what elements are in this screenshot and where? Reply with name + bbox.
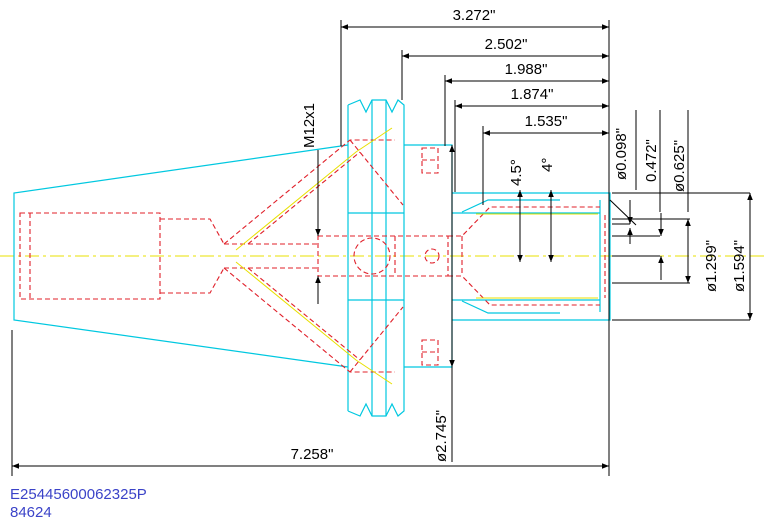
dim-1874: 1.874" — [511, 86, 554, 103]
yellow-lines — [235, 127, 598, 385]
dim-7258: 7.258" — [291, 446, 334, 463]
dimension-lines — [11, 20, 753, 476]
part-number: E25445600062325P — [10, 486, 147, 503]
dim-thread: M12x1 — [301, 103, 318, 148]
dim-dia-2745: ø2.745" — [433, 410, 450, 462]
dim-angle-4: 4° — [539, 158, 556, 172]
dim-dia-1594: ø1.594" — [731, 240, 748, 292]
part-id: 84624 — [10, 504, 52, 521]
holder-outline — [13, 99, 611, 417]
dim-2502: 2.502" — [485, 36, 528, 53]
dim-dia-1299: ø1.299" — [703, 240, 720, 292]
dim-1988: 1.988" — [505, 61, 548, 78]
dim-len-0472: 0.472" — [643, 139, 660, 182]
dim-angle-45: 4.5° — [508, 159, 525, 186]
dim-3272: 3.272" — [453, 7, 496, 24]
hidden-lines — [19, 139, 606, 373]
dim-dia-0098: ø0.098" — [613, 128, 630, 180]
dim-dia-0625: ø0.625" — [671, 140, 688, 192]
dim-1535: 1.535" — [525, 113, 568, 130]
